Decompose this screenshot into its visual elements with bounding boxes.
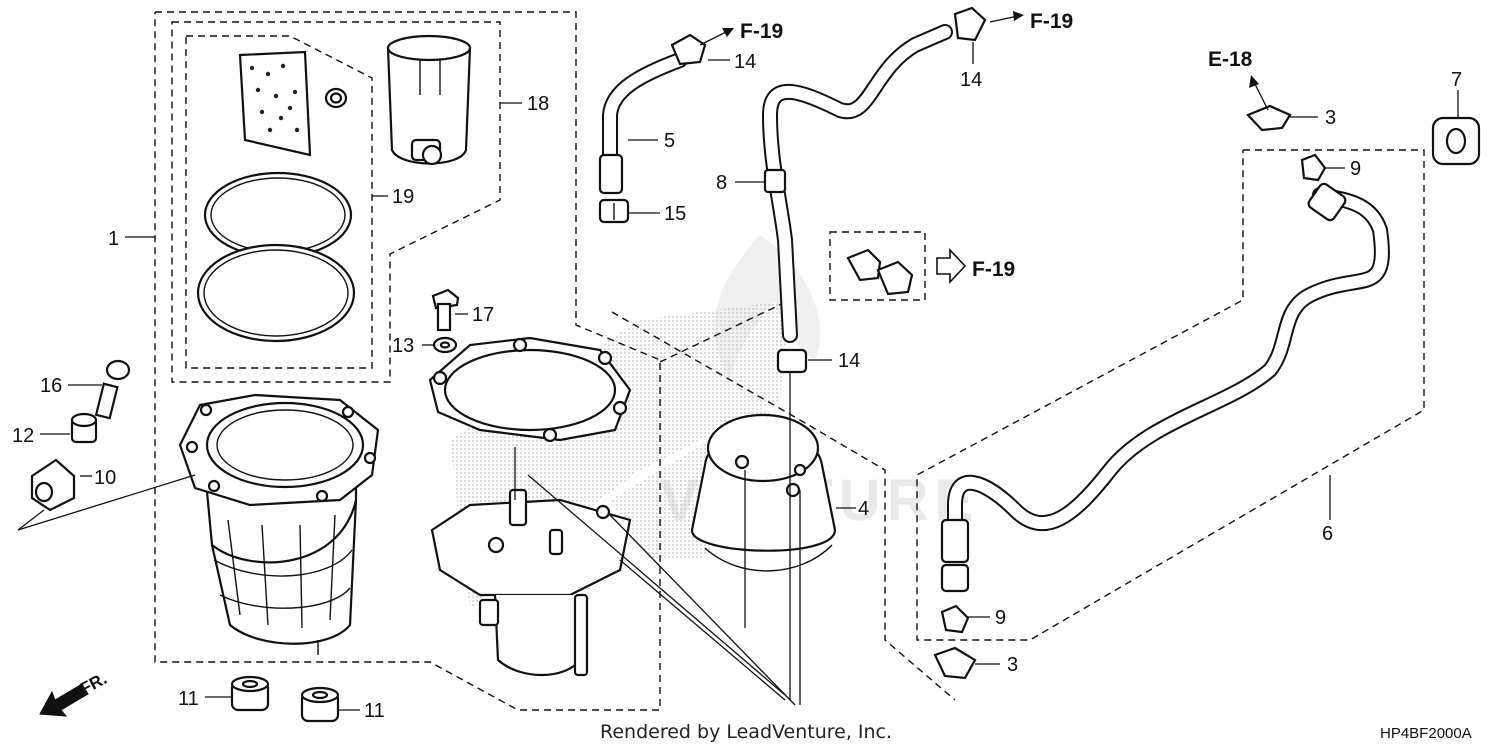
callout-17: 17 (472, 304, 494, 326)
diagram-code: HP4BF2000A (1380, 725, 1472, 742)
callout-12: 12 (12, 425, 34, 447)
reference-arrow-icon (936, 247, 967, 285)
callout-5: 5 (664, 130, 675, 152)
callout-14: 14 (838, 350, 860, 372)
reference-f19[interactable]: F-19 (1030, 10, 1073, 33)
callout-9: 9 (1350, 158, 1361, 180)
reference-f19[interactable]: F-19 (972, 258, 1015, 281)
callout-3: 3 (1007, 654, 1018, 676)
front-direction-arrow-icon (39, 683, 89, 717)
callout-7: 7 (1451, 69, 1462, 91)
rubber-mounts (230, 675, 340, 723)
clip-inset (846, 248, 914, 296)
callout-6: 6 (1322, 523, 1333, 545)
hose-8 (762, 24, 953, 374)
credit-text: Rendered by LeadVenture, Inc. (600, 721, 892, 743)
bolt-and-washer (431, 288, 460, 354)
flange-gasket (428, 336, 632, 443)
callout-18: 18 (527, 93, 549, 115)
reference-e18[interactable]: E-18 (1208, 48, 1253, 71)
callout-1: 1 (108, 228, 119, 250)
callout-4: 4 (858, 498, 869, 520)
callout-3: 3 (1325, 107, 1336, 129)
callout-9: 9 (995, 607, 1006, 629)
reference-arrows (699, 11, 1269, 285)
group-outlines (154, 11, 1425, 711)
callout-10: 10 (94, 467, 116, 489)
reference-f19[interactable]: F-19 (740, 20, 783, 43)
clips-9-3 (933, 104, 1327, 680)
callout-13: 13 (392, 335, 414, 357)
clamps-14 (670, 6, 987, 66)
reference-arrow-icon (1249, 75, 1269, 111)
callout-19: 19 (392, 186, 414, 208)
front-direction-indicator: FR. (39, 669, 110, 717)
mount-bolt-set (30, 359, 131, 512)
callout-11: 11 (364, 700, 385, 722)
callouts: 1 3 3 4 5 6 7 8 9 9 10 11 11 12 13 14 14… (12, 51, 1462, 722)
page-references: F-19 F-19 F-19 E-18 (740, 10, 1253, 281)
gasket-set (196, 50, 356, 343)
callout-11: 11 (178, 688, 199, 710)
hose-5 (598, 52, 688, 224)
callout-14: 14 (734, 51, 756, 73)
reference-arrow-icon (699, 28, 734, 46)
fuel-line-6 (940, 182, 1390, 593)
leader-lines (17, 42, 1459, 711)
pump-cover (690, 413, 837, 572)
grommet-7 (1431, 116, 1481, 166)
pump-body (430, 488, 632, 677)
fuel-pump-assembly (178, 393, 380, 655)
callout-8: 8 (716, 172, 727, 194)
callout-16: 16 (40, 375, 62, 397)
callout-15: 15 (664, 203, 686, 225)
pump-holder (386, 34, 472, 166)
reference-arrow-icon (989, 11, 1024, 23)
callout-14: 14 (960, 69, 982, 91)
